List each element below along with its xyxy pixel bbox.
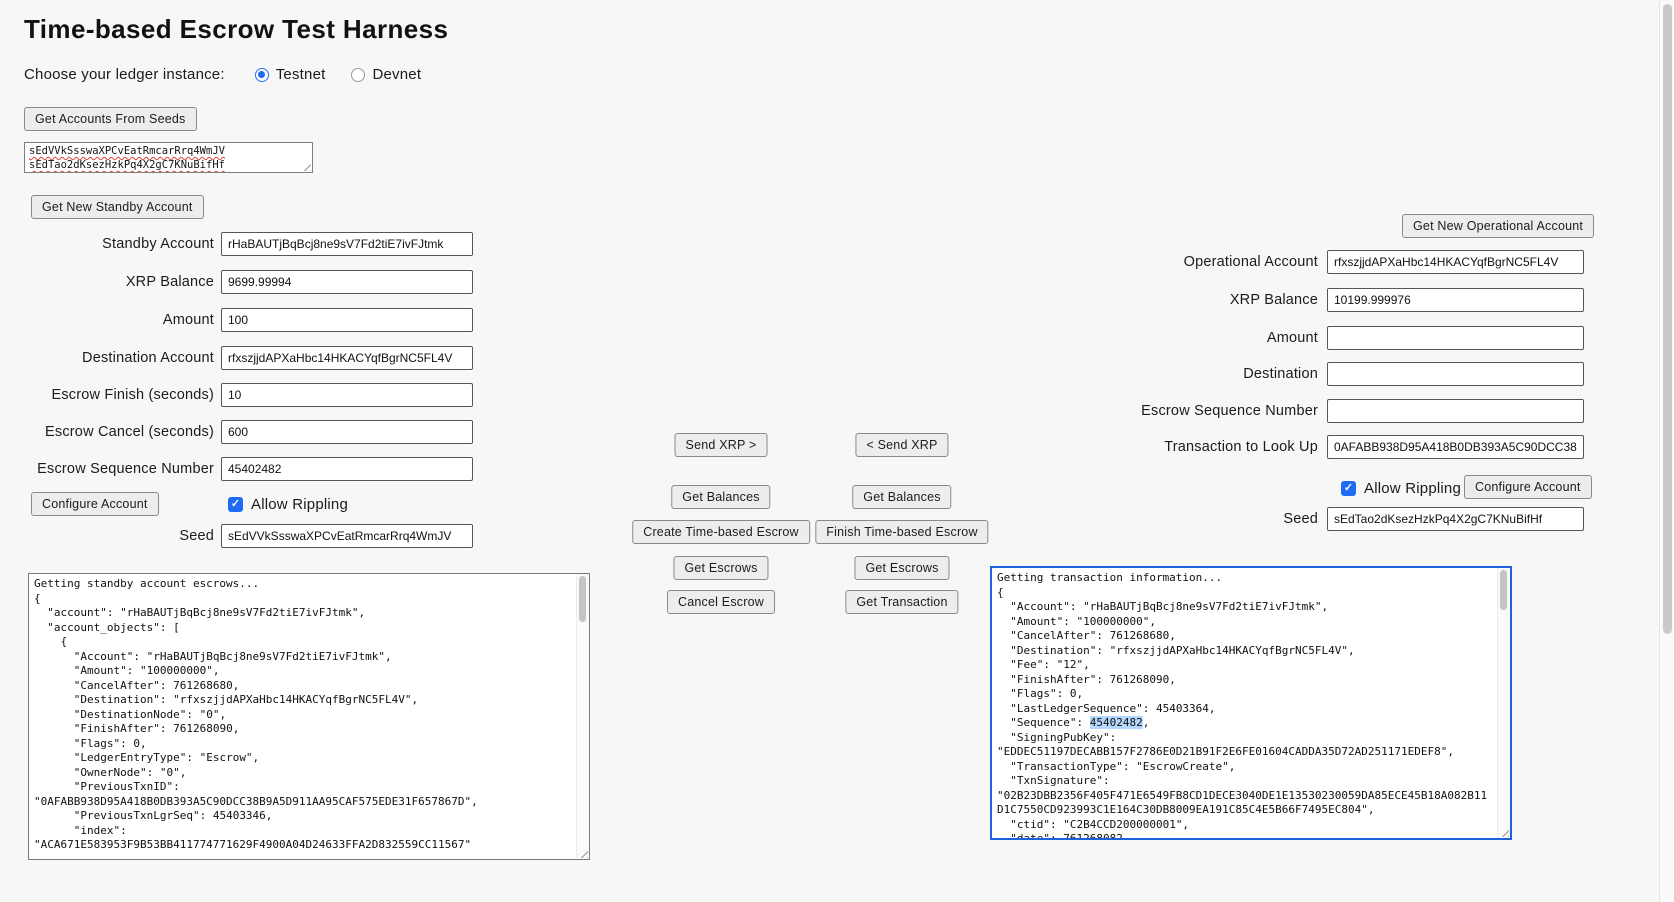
standby-destination-row: Destination Account <box>24 346 473 370</box>
standby-seed-input[interactable] <box>221 524 473 548</box>
operational-allow-rippling[interactable]: ✓ Allow Rippling <box>1341 476 1461 501</box>
standby-allow-rippling[interactable]: ✓ Allow Rippling <box>228 492 348 517</box>
operational-account-row: Operational Account <box>1080 250 1584 274</box>
send-xrp-standby-button[interactable]: Send XRP > <box>674 433 768 457</box>
selected-text-highlight: 45402482 <box>1089 716 1143 729</box>
operational-seed-input[interactable] <box>1327 507 1584 531</box>
operational-xrp-balance-row: XRP Balance <box>1080 288 1584 312</box>
operational-results-post: , "SigningPubKey": "EDDEC51197DECABB157F… <box>997 716 1488 840</box>
operational-escrow-sequence-label: Escrow Sequence Number <box>1141 403 1318 419</box>
operational-configure-account-button[interactable]: Configure Account <box>1464 475 1592 499</box>
page-scrollbar-thumb[interactable] <box>1663 4 1672 634</box>
standby-seed-row: Seed <box>24 524 473 548</box>
scrollbar-thumb[interactable] <box>579 576 586 622</box>
resize-grip-icon[interactable] <box>301 161 311 171</box>
radio-testnet-icon[interactable] <box>254 67 269 82</box>
standby-escrow-sequence-input[interactable] <box>221 457 473 481</box>
finish-time-based-escrow-button[interactable]: Finish Time-based Escrow <box>815 520 989 544</box>
get-balances-operational-button[interactable]: Get Balances <box>852 485 952 509</box>
get-new-standby-account-button[interactable]: Get New Standby Account <box>31 195 204 219</box>
standby-account-row: Standby Account <box>24 232 473 256</box>
standby-destination-input[interactable] <box>221 346 473 370</box>
operational-destination-input[interactable] <box>1327 362 1584 386</box>
transaction-to-look-up-label: Transaction to Look Up <box>1164 439 1318 455</box>
standby-account-input[interactable] <box>221 232 473 256</box>
page-scrollbar[interactable] <box>1659 0 1674 902</box>
standby-destination-label: Destination Account <box>82 350 214 366</box>
escrow-finish-input[interactable] <box>221 383 473 407</box>
get-accounts-from-seeds-button[interactable]: Get Accounts From Seeds <box>24 107 197 131</box>
standby-amount-input[interactable] <box>221 308 473 332</box>
transaction-to-look-up-input[interactable] <box>1327 435 1584 459</box>
cancel-escrow-button[interactable]: Cancel Escrow <box>667 590 775 614</box>
standby-allow-rippling-label[interactable]: Allow Rippling <box>251 496 349 513</box>
radio-testnet-label[interactable]: Testnet <box>275 66 326 83</box>
operational-amount-label: Amount <box>1266 330 1318 346</box>
operational-account-label: Operational Account <box>1183 254 1318 270</box>
standby-results-text: Getting standby account escrows... { "ac… <box>34 577 478 851</box>
transaction-to-look-up-row: Transaction to Look Up <box>1080 435 1584 459</box>
escrow-finish-row: Escrow Finish (seconds) <box>24 383 473 407</box>
seeds-textarea[interactable]: sEdVVkSsswaXPCvEatRmcarRrq4WmJV sEdTao2d… <box>24 142 313 173</box>
standby-escrow-sequence-label: Escrow Sequence Number <box>37 461 214 477</box>
standby-configure-account-button[interactable]: Configure Account <box>31 492 159 516</box>
operational-xrp-balance-label: XRP Balance <box>1229 292 1318 308</box>
escrow-cancel-label: Escrow Cancel (seconds) <box>45 424 214 440</box>
get-escrows-operational-button[interactable]: Get Escrows <box>854 556 950 580</box>
standby-xrp-balance-row: XRP Balance <box>24 270 473 294</box>
operational-destination-row: Destination <box>1080 362 1584 386</box>
operational-results-pre: Getting transaction information... { "Ac… <box>997 571 1355 729</box>
radio-option-testnet[interactable]: Testnet <box>254 66 326 83</box>
get-balances-standby-button[interactable]: Get Balances <box>671 485 771 509</box>
operational-seed-label: Seed <box>1283 511 1318 527</box>
operational-escrow-sequence-row: Escrow Sequence Number <box>1080 399 1584 423</box>
standby-account-label: Standby Account <box>102 236 214 252</box>
operational-results-textarea[interactable]: Getting transaction information... { "Ac… <box>990 566 1512 840</box>
operational-seed-row: Seed <box>1080 507 1584 531</box>
standby-amount-row: Amount <box>24 308 473 332</box>
operational-account-input[interactable] <box>1327 250 1584 274</box>
operational-allow-rippling-label[interactable]: Allow Rippling <box>1364 480 1462 497</box>
operational-destination-label: Destination <box>1243 366 1318 382</box>
get-new-operational-account-button[interactable]: Get New Operational Account <box>1402 214 1595 238</box>
operational-xrp-balance-input[interactable] <box>1327 288 1584 312</box>
operational-amount-input[interactable] <box>1327 326 1584 350</box>
standby-results-textarea[interactable]: Getting standby account escrows... { "ac… <box>28 573 590 860</box>
standby-amount-label: Amount <box>162 312 214 328</box>
radio-devnet-label[interactable]: Devnet <box>372 66 422 83</box>
standby-escrow-sequence-row: Escrow Sequence Number <box>24 457 473 481</box>
operational-allow-rippling-checkbox[interactable]: ✓ <box>1341 481 1356 496</box>
escrow-finish-label: Escrow Finish (seconds) <box>51 387 214 403</box>
seed-line-1: sEdVVkSsswaXPCvEatRmcarRrq4WmJV <box>29 145 225 157</box>
operational-results-scrollbar[interactable] <box>1497 568 1510 838</box>
get-transaction-button[interactable]: Get Transaction <box>845 590 959 614</box>
ledger-instance-row: Choose your ledger instance: Testnet Dev… <box>24 66 447 83</box>
escrow-cancel-row: Escrow Cancel (seconds) <box>24 420 473 444</box>
standby-seed-label: Seed <box>179 528 214 544</box>
operational-escrow-sequence-input[interactable] <box>1327 399 1584 423</box>
send-xrp-operational-button[interactable]: < Send XRP <box>855 433 949 457</box>
operational-results-text: Getting transaction information... { "Ac… <box>997 571 1493 840</box>
standby-allow-rippling-checkbox[interactable]: ✓ <box>228 497 243 512</box>
resize-grip-icon[interactable] <box>578 848 588 858</box>
standby-results-scrollbar[interactable] <box>576 574 589 859</box>
radio-devnet-icon[interactable] <box>351 67 366 82</box>
scrollbar-thumb[interactable] <box>1500 570 1507 610</box>
radio-option-devnet[interactable]: Devnet <box>351 66 421 83</box>
page-title: Time-based Escrow Test Harness <box>24 14 449 44</box>
create-time-based-escrow-button[interactable]: Create Time-based Escrow <box>632 520 810 544</box>
standby-xrp-balance-label: XRP Balance <box>125 274 214 290</box>
ledger-instance-label: Choose your ledger instance: <box>24 66 225 83</box>
seed-line-2: sEdTao2dKsezHzkPq4X2gC7KNuBifHf <box>29 159 225 171</box>
resize-grip-icon[interactable] <box>1499 827 1509 837</box>
escrow-cancel-input[interactable] <box>221 420 473 444</box>
get-escrows-standby-button[interactable]: Get Escrows <box>673 556 769 580</box>
standby-xrp-balance-input[interactable] <box>221 270 473 294</box>
operational-amount-row: Amount <box>1080 326 1584 350</box>
